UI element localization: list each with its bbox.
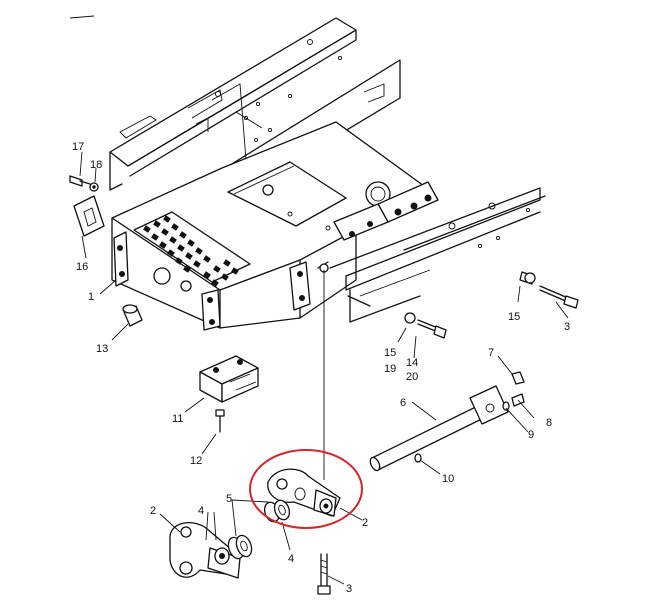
- callout-10: 10: [442, 473, 454, 485]
- callout-15-upper: 15: [508, 311, 520, 323]
- washer-18: [89, 182, 99, 192]
- plug-13: [122, 304, 143, 327]
- callout-13: 13: [96, 343, 108, 355]
- corner-mark: [69, 15, 95, 19]
- callout-12: 12: [190, 455, 202, 467]
- callout-3-upper: 3: [564, 321, 570, 333]
- callout-11: 11: [172, 413, 183, 425]
- callout-7: 7: [488, 347, 494, 359]
- highlight-circle: [249, 449, 363, 529]
- callout-20: 20: [406, 371, 418, 383]
- leader-lines: [79, 151, 569, 585]
- callout-6: 6: [400, 397, 406, 409]
- plate-16: [73, 195, 105, 237]
- callout-9: 9: [528, 429, 534, 441]
- callout-2-center: 2: [362, 517, 368, 529]
- callout-18: 18: [90, 159, 102, 171]
- bearing-4-left: [227, 534, 253, 560]
- callout-3-lower: 3: [346, 583, 352, 595]
- washer-15-upper: [524, 272, 536, 284]
- callout-4-left: 4: [198, 505, 204, 517]
- fitting-10: [414, 453, 422, 463]
- screw-12: [215, 409, 225, 433]
- block-11: [199, 355, 259, 403]
- callout-2-left: 2: [150, 505, 156, 517]
- callouts: 17 18 16 1 13 11 12 15 3 15 19 14 20 7 6…: [72, 141, 570, 595]
- yoke-2-center: [267, 468, 341, 517]
- callout-14: 14: [406, 357, 418, 369]
- callout-15-lower: 15: [384, 347, 396, 359]
- callout-8: 8: [546, 417, 552, 429]
- shaft-6: [369, 385, 509, 472]
- callout-1: 1: [88, 291, 94, 303]
- washer-9: [502, 401, 510, 411]
- bolt-3-lower: [317, 553, 331, 595]
- callout-16: 16: [76, 261, 88, 273]
- callout-19: 19: [384, 363, 396, 375]
- frame-rail-right: [329, 187, 546, 323]
- callout-17: 17: [72, 141, 84, 153]
- callout-5: 5: [226, 493, 232, 505]
- keypad-block: [133, 211, 251, 287]
- screw-17: [69, 175, 91, 187]
- callout-4-center: 4: [288, 553, 294, 565]
- screw-7: [511, 371, 525, 385]
- bolt-14: [404, 312, 447, 339]
